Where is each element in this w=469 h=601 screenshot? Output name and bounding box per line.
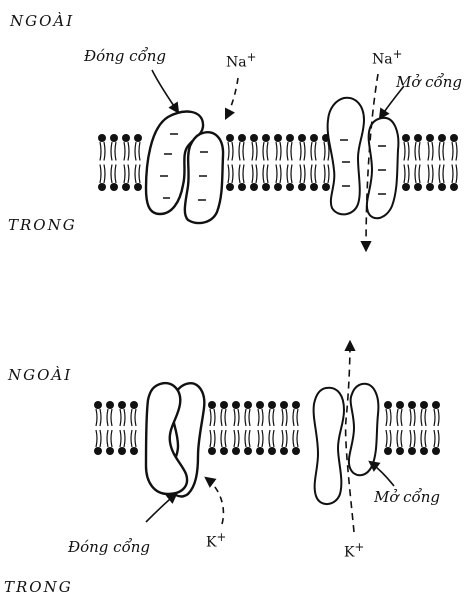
closed-channel-bottom	[146, 383, 204, 496]
phospholipid	[384, 401, 392, 455]
phospholipid	[130, 401, 138, 455]
phospholipid	[420, 401, 428, 455]
phospholipid	[106, 401, 114, 455]
phospholipid	[402, 134, 410, 191]
phospholipid	[256, 401, 264, 455]
pointer-open-bottom	[370, 462, 394, 486]
phospholipid	[298, 134, 306, 191]
phospholipid	[98, 134, 106, 191]
channel-subunit-left	[328, 98, 364, 215]
phospholipid	[408, 401, 416, 455]
phospholipid	[250, 134, 258, 191]
pointer-closed-bottom	[146, 494, 176, 522]
phospholipid	[432, 401, 440, 455]
phospholipid	[262, 134, 270, 191]
phospholipid	[274, 134, 282, 191]
phospholipid	[134, 134, 142, 191]
channel-subunit-left	[314, 388, 344, 504]
channel-subunit-right	[185, 132, 223, 223]
phospholipid	[110, 134, 118, 191]
phospholipid	[208, 401, 216, 455]
ion-path-na-blocked	[226, 78, 238, 118]
phospholipid	[414, 134, 422, 191]
channel-subunit-right	[367, 118, 398, 218]
phospholipid	[118, 401, 126, 455]
phospholipid	[396, 401, 404, 455]
phospholipid	[220, 401, 228, 455]
phospholipid	[244, 401, 252, 455]
phospholipid	[94, 401, 102, 455]
ion-path-k-blocked	[206, 478, 223, 524]
phospholipid	[450, 134, 458, 191]
open-channel-top	[328, 98, 399, 219]
phospholipid	[280, 401, 288, 455]
phospholipid	[292, 401, 300, 455]
phospholipid	[268, 401, 276, 455]
pointer-closed-top	[152, 70, 178, 112]
phospholipid	[238, 134, 246, 191]
channel-subunit-right	[349, 384, 378, 475]
phospholipid	[310, 134, 318, 191]
phospholipid	[232, 401, 240, 455]
pointer-open-top	[380, 86, 404, 118]
phospholipid	[226, 134, 234, 191]
closed-channel-top	[146, 112, 223, 223]
phospholipid	[122, 134, 130, 191]
phospholipid	[426, 134, 434, 191]
phospholipid	[286, 134, 294, 191]
phospholipid	[438, 134, 446, 191]
